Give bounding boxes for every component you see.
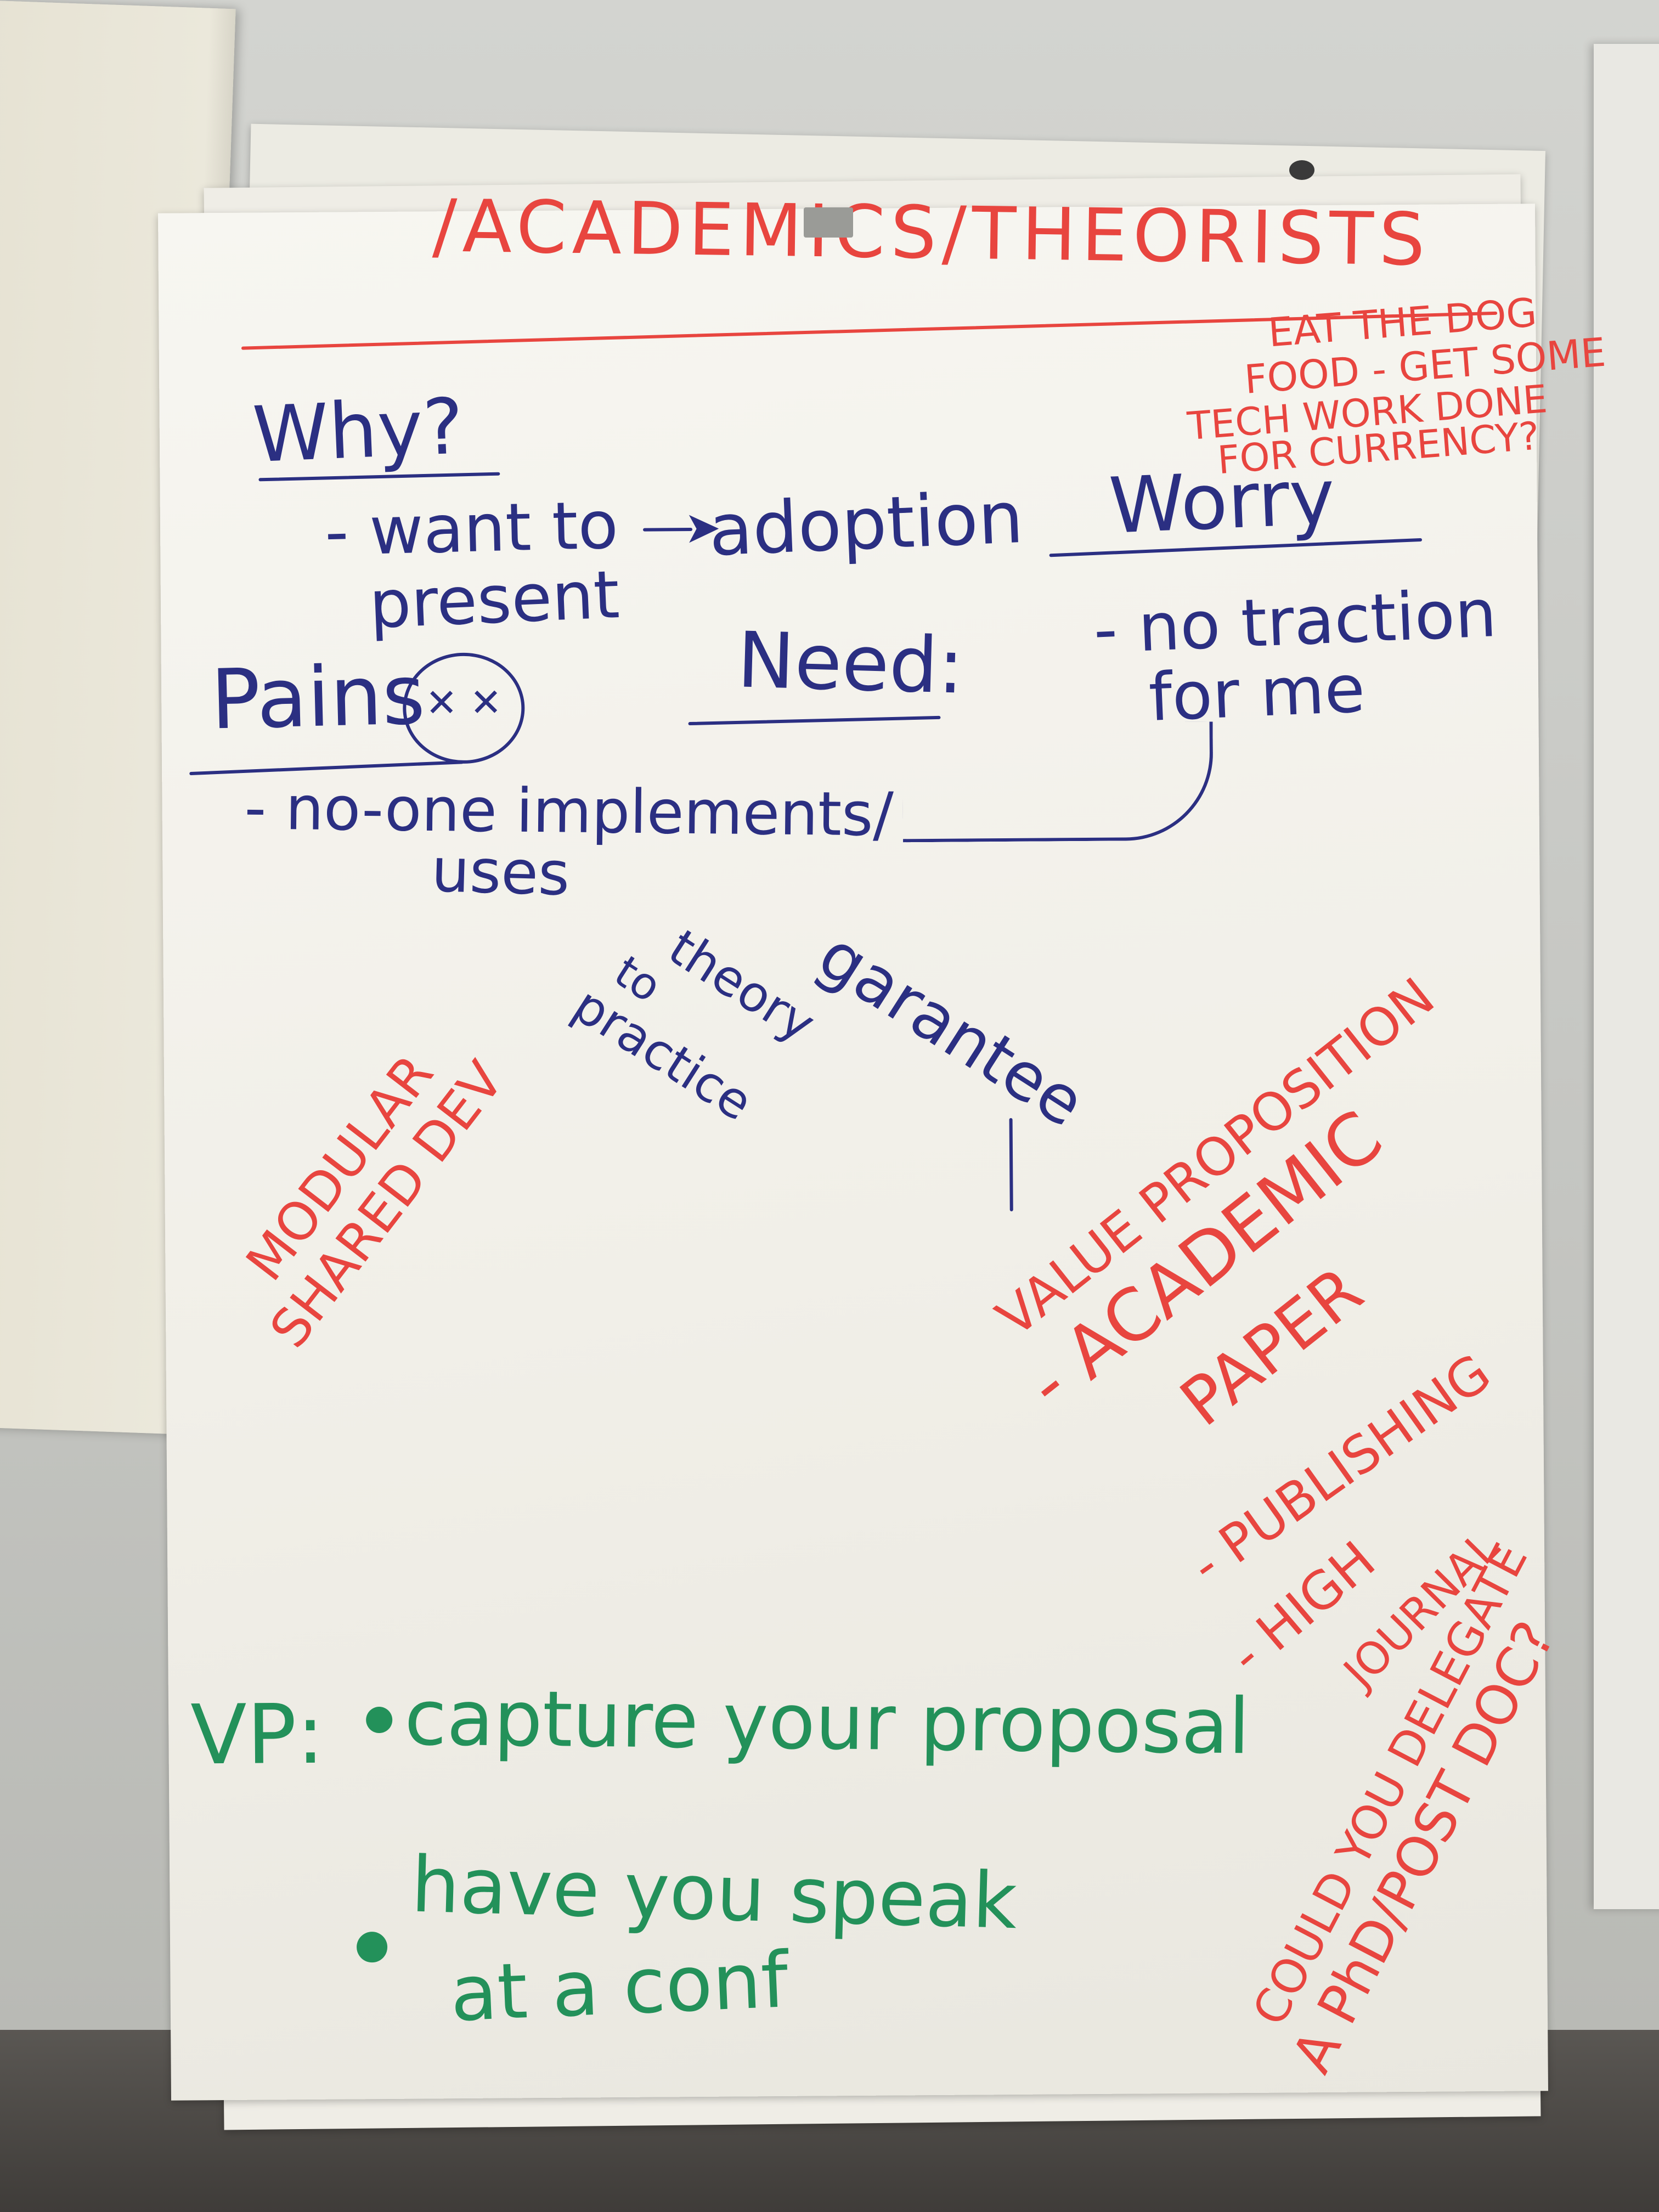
bullet-dot — [366, 1706, 393, 1734]
modular-shared-dev-note: MODULAR SHARED DEV — [215, 1017, 516, 1359]
adjacent-flipchart-sheet-right — [1594, 44, 1659, 1909]
connector-curve — [902, 721, 1214, 843]
bullet-dot — [356, 1931, 388, 1963]
pains-item: - no-one implements/ — [244, 772, 894, 850]
why-item: - want to — [324, 487, 619, 571]
worry-item-continued: for me — [1147, 651, 1367, 737]
why-heading: Why? — [251, 382, 466, 481]
page-title: /ACADEMICS/THEORISTS — [432, 184, 1431, 283]
pains-heading: Pains — [210, 647, 426, 748]
worry-item: - no traction — [1092, 575, 1498, 669]
vp-item-speak: have you speak — [410, 1840, 1019, 1947]
vp-item-speak-continued: at a conf — [448, 1936, 790, 2039]
vertical-stroke — [1009, 1118, 1013, 1212]
flipchart-sheet: /ACADEMICS/THEORISTS EAT THE DOG FOOD - … — [158, 184, 1607, 2101]
theory-to-practice-note: theory to practice — [563, 896, 825, 1132]
adoption-label: adoption — [707, 475, 1025, 572]
vp-item-capture: capture your proposal — [404, 1673, 1250, 1772]
sad-face-icon: ✕ ✕ — [402, 652, 526, 764]
need-heading: Need: — [736, 616, 966, 712]
vp-label: VP: — [190, 1686, 325, 1784]
why-item-continued: present — [368, 557, 621, 644]
binder-clip — [804, 207, 853, 238]
pains-item-continued: uses — [430, 834, 571, 909]
binder-hole — [1289, 160, 1314, 180]
worry-heading: Worry — [1107, 452, 1337, 551]
